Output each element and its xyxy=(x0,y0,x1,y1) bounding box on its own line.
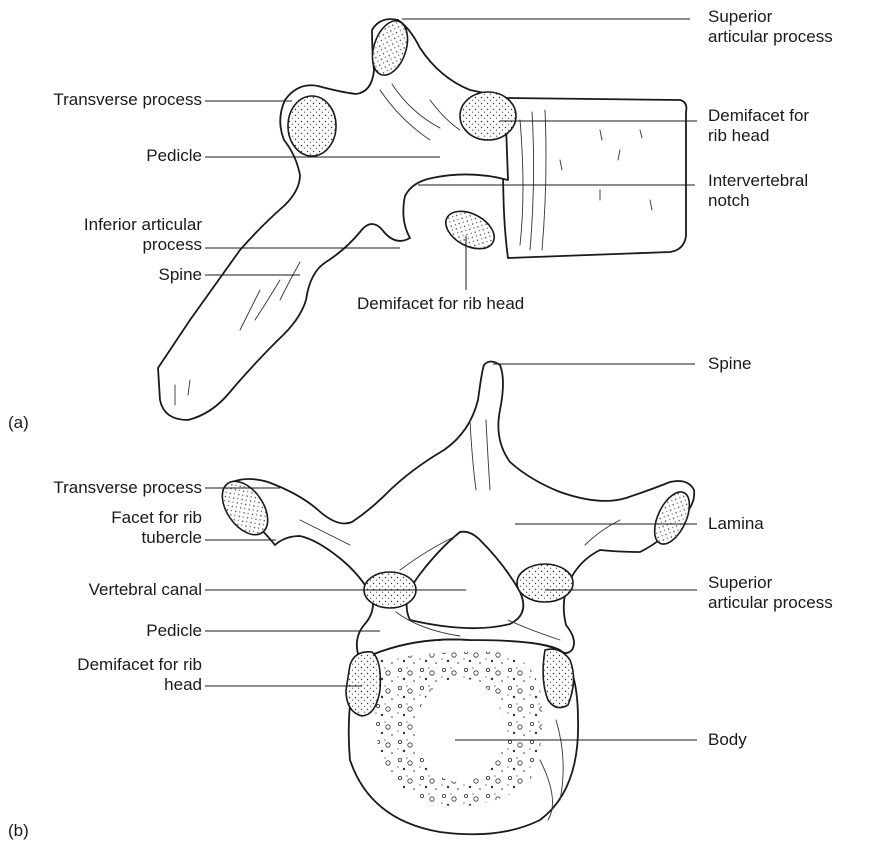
lateral-view-drawing xyxy=(158,16,686,420)
label-b-lamina: Lamina xyxy=(708,514,764,534)
left-demifacet-shape xyxy=(346,652,380,716)
label-a-demifacet-rib-head-lower: Demifacet for rib head xyxy=(357,294,524,314)
label-b-demifacet-line2: head xyxy=(77,675,202,695)
label-b-body: Body xyxy=(708,730,747,750)
right-demifacet-shape xyxy=(543,649,573,707)
superior-view-drawing xyxy=(213,362,696,835)
label-a-inferior-articular-line1: Inferior articular xyxy=(84,215,202,235)
label-a-intervertebral-notch-line2: notch xyxy=(708,191,808,211)
label-a-demifacet-rib-head-upper: Demifacet for rib head xyxy=(708,106,809,146)
label-a-superior-articular-process: Superior articular process xyxy=(708,7,833,47)
upper-demifacet-shape xyxy=(460,92,516,140)
label-a-intervertebral-notch: Intervertebral notch xyxy=(708,171,808,211)
label-b-demifacet-line1: Demifacet for rib xyxy=(77,655,202,675)
label-b-spine: Spine xyxy=(708,354,751,374)
label-a-intervertebral-notch-line1: Intervertebral xyxy=(708,171,808,191)
label-b-facet-rib-tubercle-line2: tubercle xyxy=(111,528,202,548)
label-b-vertebral-canal: Vertebral canal xyxy=(89,580,202,600)
label-a-inferior-articular-line2: process xyxy=(84,235,202,255)
panel-b-tag: (b) xyxy=(8,821,29,841)
label-b-facet-rib-tubercle: Facet for rib tubercle xyxy=(111,508,202,548)
label-a-superior-articular-process-line1: Superior xyxy=(708,7,833,27)
transverse-process-facet-shape xyxy=(288,96,336,156)
label-a-demifacet-upper-line2: rib head xyxy=(708,126,809,146)
label-a-demifacet-upper-line1: Demifacet for xyxy=(708,106,809,126)
label-b-superior-articular-process: Superior articular process xyxy=(708,573,833,613)
label-a-transverse-process: Transverse process xyxy=(53,90,202,110)
label-a-inferior-articular-process: Inferior articular process xyxy=(84,215,202,255)
label-a-pedicle: Pedicle xyxy=(146,146,202,166)
label-a-spine: Spine xyxy=(159,265,202,285)
lower-demifacet-shape xyxy=(440,204,501,257)
body-center-clear-shape xyxy=(416,678,504,782)
label-b-superior-articular-line2: articular process xyxy=(708,593,833,613)
label-b-pedicle: Pedicle xyxy=(146,621,202,641)
label-a-superior-articular-process-line2: articular process xyxy=(708,27,833,47)
label-b-demifacet-rib-head: Demifacet for rib head xyxy=(77,655,202,695)
label-b-superior-articular-line1: Superior xyxy=(708,573,833,593)
label-b-facet-rib-tubercle-line1: Facet for rib xyxy=(111,508,202,528)
panel-a-tag: (a) xyxy=(8,413,29,433)
lateral-body-shape xyxy=(503,98,686,258)
right-superior-articular-facet-shape xyxy=(517,564,573,602)
label-b-transverse-process: Transverse process xyxy=(53,478,202,498)
